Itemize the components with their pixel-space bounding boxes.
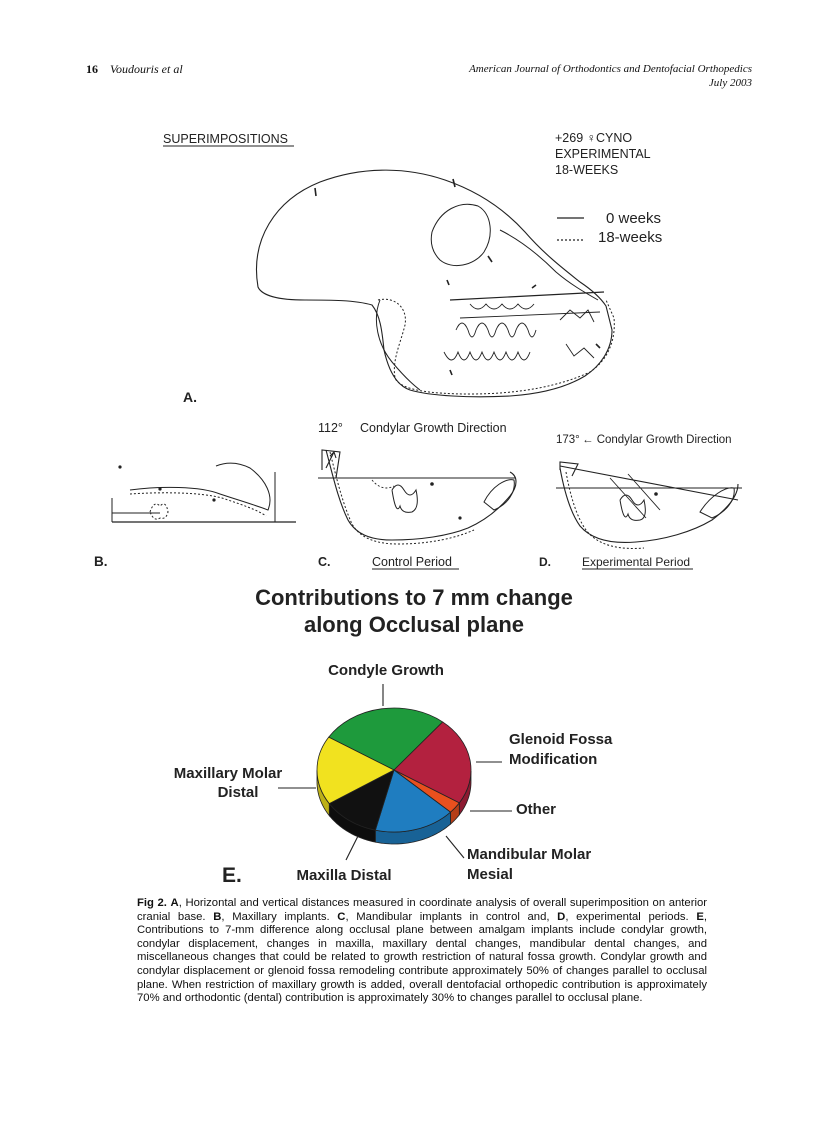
caption-fig-number: Fig 2. [137, 897, 167, 909]
running-journal: American Journal of Orthodontics and Den… [469, 62, 752, 90]
occlusal-plane-line-2 [459, 311, 601, 319]
panel-b-maxilla-outline [129, 462, 271, 511]
panel-d-mandible-outline [559, 467, 739, 544]
mandible-outline [375, 299, 421, 391]
panel-a: SUPERIMPOSITIONS +269 ♀CYNO EXPERIMENTAL… [163, 131, 662, 405]
panel-c-incisor [483, 479, 515, 511]
caption-text-e: , Contributions to 7-mm difference along… [137, 910, 707, 1005]
panel-c: 112° Condylar Growth Direction C. Contro… [318, 421, 517, 570]
label-mandibular-molar-1: Mandibular Molar [467, 846, 591, 863]
caption-key-b: B [213, 910, 222, 923]
caption-key-e: E [696, 910, 704, 923]
skull-outline-0-weeks [256, 169, 613, 398]
panel-c-mandible-dashed [329, 451, 475, 545]
panel-d-period: Experimental Period [582, 555, 690, 569]
panel-c-molar [391, 484, 418, 513]
panel-d-molar [619, 494, 646, 521]
pie-top-face [316, 707, 472, 833]
label-glenoid-fossa-2: Modification [509, 751, 597, 768]
specimen-group: EXPERIMENTAL [555, 147, 651, 161]
panel-b: B. [94, 462, 296, 569]
panel-c-period: Control Period [372, 555, 452, 569]
legend-solid-label: 0 weeks [606, 210, 661, 227]
panel-d-label: D. [539, 555, 551, 569]
leader-mandibular-molar [445, 835, 465, 859]
pie-slice-1 [393, 721, 472, 804]
issue-date: July 2003 [708, 77, 752, 89]
journal-title: American Journal of Orthodontics and Den… [469, 63, 752, 75]
landmark-ticks [314, 178, 601, 376]
panel-c-direction: Condylar Growth Direction [360, 421, 507, 435]
occlusal-plane-line [449, 291, 605, 301]
panel-b-dot [118, 465, 122, 469]
specimen-id: +269 ♀CYNO [555, 131, 632, 145]
panel-d-ray-1 [609, 477, 647, 519]
panel-b-label: B. [94, 554, 108, 569]
panel-d-growth-line [559, 465, 739, 501]
pie-slice-0 [328, 707, 444, 771]
label-condyle-growth: Condyle Growth [328, 662, 444, 679]
leader-maxilla-distal [345, 835, 359, 861]
caption-key-a: A [170, 897, 179, 909]
teeth-illustration [443, 303, 595, 361]
chart-title-line2: along Occlusal plane [304, 612, 524, 637]
legend-dashed-label: 18-weeks [598, 229, 662, 246]
caption-text-b: , Maxillary implants. [221, 910, 338, 923]
nasal-outline [499, 229, 599, 301]
pie-side-wall [316, 770, 472, 845]
caption-key-c: C [337, 910, 346, 923]
panel-d: 173° ← Condylar Growth Direction D. Expe… [539, 434, 742, 570]
panel-c-mandible-outline [325, 449, 517, 541]
panel-d-condyle [559, 461, 579, 477]
orbit-outline [430, 203, 491, 267]
panel-e: Contributions to 7 mm change along Occlu… [174, 585, 613, 887]
caption-text-c: , Mandibular implants in control and, [345, 910, 558, 923]
panel-a-label: A. [183, 389, 197, 405]
pie-slice-3 [374, 769, 452, 833]
skull-outline-18-weeks [377, 298, 615, 395]
specimen-duration: 18-WEEKS [555, 163, 618, 177]
running-author: Voudouris et al [110, 62, 183, 76]
caption-text-d: , experimental periods. [565, 910, 697, 923]
panel-d-direction: ← Condylar Growth Direction [582, 434, 732, 446]
label-mandibular-molar-2: Mesial [467, 866, 513, 883]
panel-e-label: E. [222, 864, 242, 887]
caption-key-d: D [557, 910, 566, 923]
label-other: Other [516, 801, 556, 818]
label-maxillary-molar-2: Distal [218, 784, 259, 801]
panel-c-implant-dashed [371, 479, 395, 489]
label-maxillary-molar-1: Maxillary Molar [174, 765, 283, 782]
label-maxilla-distal: Maxilla Distal [296, 867, 391, 884]
panel-d-mandible-dashed [565, 471, 645, 549]
panel-c-growth-arrow [325, 450, 337, 469]
label-glenoid-fossa-1: Glenoid Fossa [509, 731, 613, 748]
chart-title-line1: Contributions to 7 mm change [255, 585, 573, 610]
panel-c-label: C. [318, 555, 331, 569]
pie-slice-5 [316, 736, 395, 805]
panel-b-maxilla-dashed [129, 492, 267, 517]
panel-c-condyle [321, 449, 341, 479]
pie-leader-lines [278, 684, 512, 861]
panel-b-tooth [149, 503, 169, 520]
page-number: 16 [86, 62, 98, 76]
panel-c-angle: 112° [318, 421, 343, 435]
figure-caption: Fig 2. A, Horizontal and vertical distan… [137, 897, 707, 1006]
panel-d-incisor [699, 487, 735, 519]
panel-d-angle: 173° [556, 434, 580, 446]
panel-a-title: SUPERIMPOSITIONS [163, 132, 288, 146]
caption-text-a: , Horizontal and vertical distances meas… [137, 897, 708, 923]
